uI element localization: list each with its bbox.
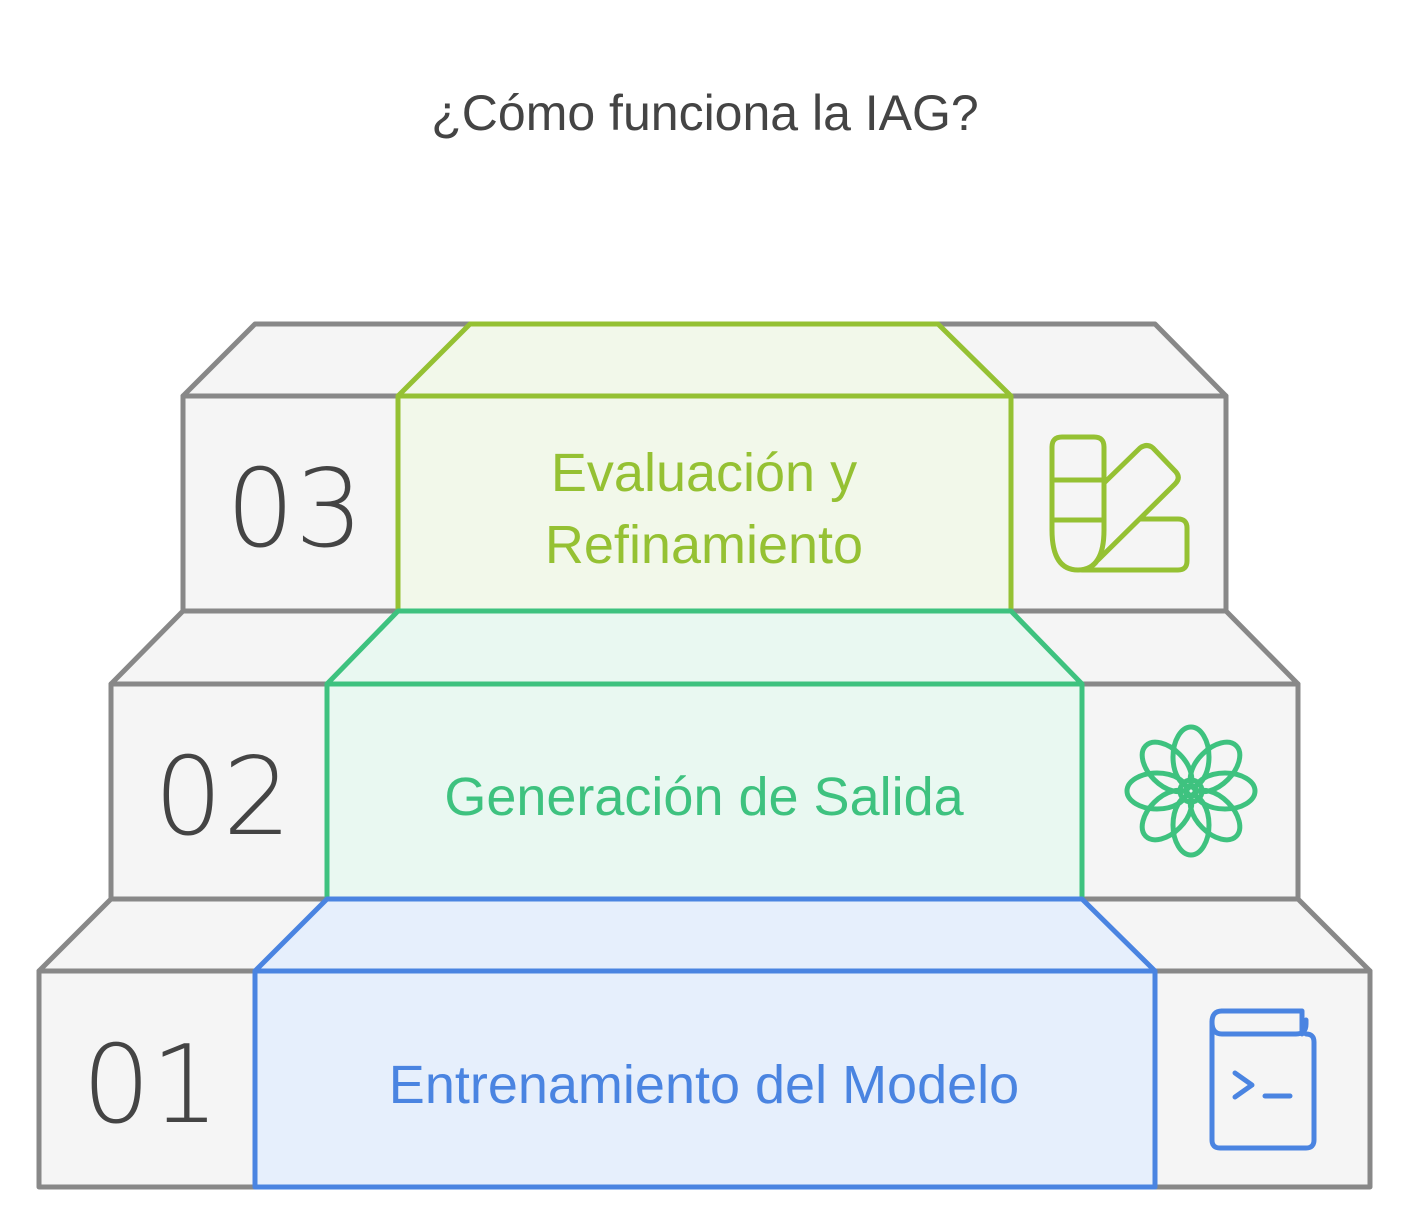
- step-3-number: 03: [226, 447, 363, 572]
- step-3-label-line-2: Refinamiento: [545, 515, 863, 575]
- step-2-number: 02: [154, 735, 291, 860]
- step-3-center-top: [395, 321, 1014, 399]
- step-2-center-top: [324, 608, 1085, 687]
- step-1-center: [252, 968, 1158, 1190]
- step-1-label: Entrenamiento del Modelo: [389, 1055, 1019, 1115]
- step-2-center: [324, 681, 1085, 902]
- step-2-label: Generación de Salida: [444, 767, 964, 827]
- step-3-center: [395, 393, 1014, 614]
- color-swatch-icon: [1049, 434, 1190, 573]
- diagram-title: ¿Cómo funciona la IAG?: [431, 85, 979, 141]
- step-1-center-top: [252, 896, 1158, 974]
- terminal-book-icon: [1209, 1008, 1317, 1151]
- flower-icon: [1124, 724, 1258, 858]
- step-3-label-line-1: Evaluación y: [551, 443, 857, 503]
- step-1-number: 01: [82, 1023, 219, 1148]
